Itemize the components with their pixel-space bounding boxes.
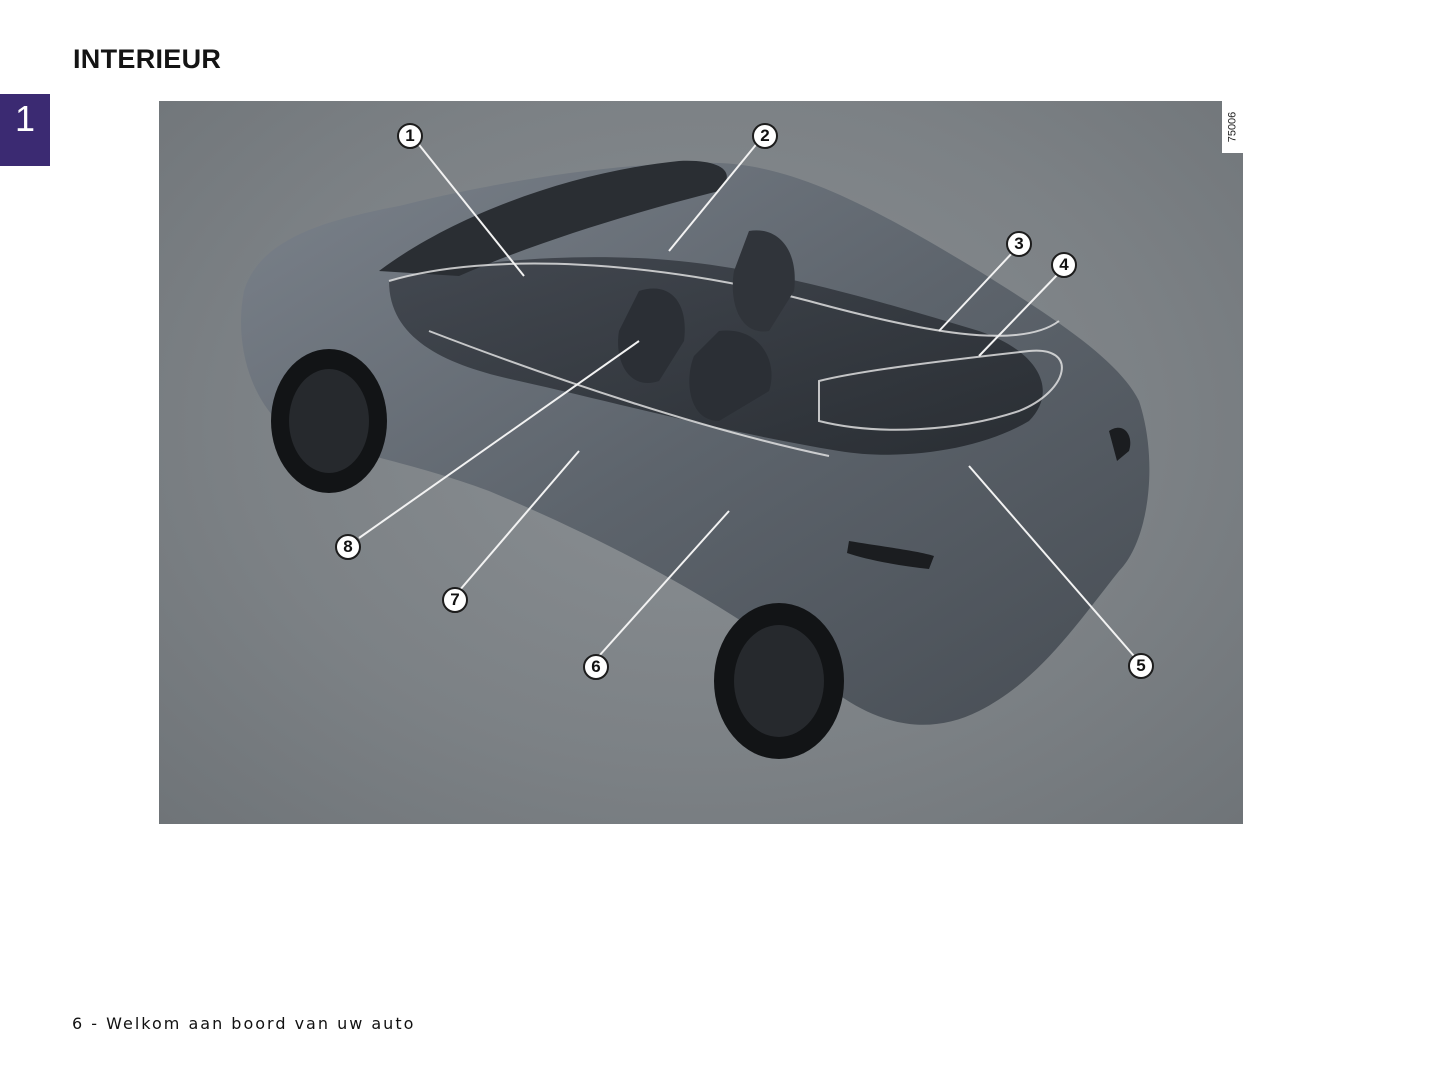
figure-reference-code: 75006 (1226, 111, 1239, 143)
callout-2: 2 (752, 123, 778, 149)
callout-1: 1 (397, 123, 423, 149)
figure-reference-box (1222, 101, 1243, 153)
callout-7: 7 (442, 587, 468, 613)
car-interior-figure (159, 101, 1243, 824)
chapter-number: 1 (14, 98, 36, 139)
callout-5: 5 (1128, 653, 1154, 679)
callout-3: 3 (1006, 231, 1032, 257)
callout-8: 8 (335, 534, 361, 560)
chapter-tab: 1 (0, 94, 50, 166)
page-title: INTERIEUR (73, 44, 222, 74)
car-illustration (241, 140, 1150, 759)
page-footer: 6 - Welkom aan boord van uw auto (72, 1014, 416, 1033)
callout-4: 4 (1051, 252, 1077, 278)
callout-6: 6 (583, 654, 609, 680)
